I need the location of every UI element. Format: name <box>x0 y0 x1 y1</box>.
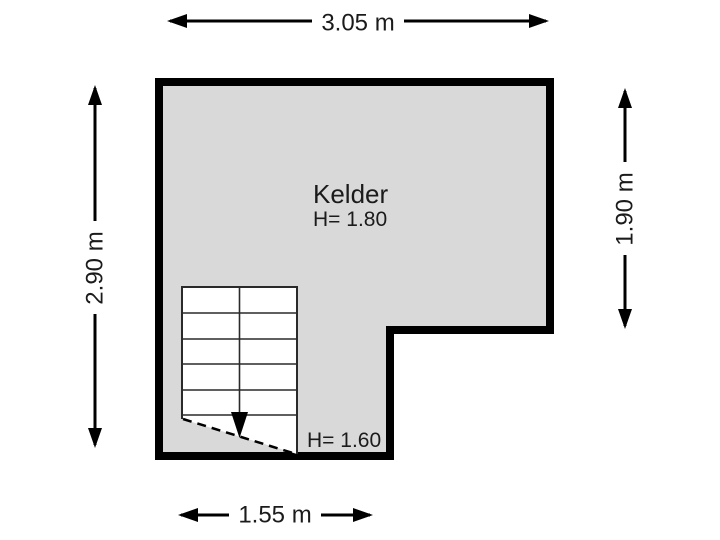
dim-bottom-label: 1.55 m <box>238 502 311 529</box>
dim-right-label: 1.90 m <box>612 172 639 245</box>
dim-top-label-box <box>312 7 404 38</box>
stairs-slope-dashed-line <box>182 417 297 456</box>
dim-bottom-arrowhead-left-icon <box>178 508 198 522</box>
dim-left-label-box <box>79 221 110 314</box>
dimension-right: 1.90 m <box>609 88 640 329</box>
dim-left-label: 2.90 m <box>82 231 109 304</box>
stairs-down-arrow-icon <box>231 412 248 438</box>
dim-right-arrowhead-top-icon <box>618 88 632 108</box>
dim-right-arrowhead-bottom-icon <box>618 309 632 329</box>
dimension-left: 2.90 m <box>79 85 110 448</box>
dim-bottom-arrowhead-right-icon <box>353 508 373 522</box>
dim-left-arrowhead-top-icon <box>88 85 102 105</box>
dim-left-arrowhead-bottom-icon <box>88 428 102 448</box>
stairs-height-label: H= 1.60 <box>307 429 381 452</box>
room-name-label: Kelder <box>313 179 388 209</box>
staircase <box>181 286 298 456</box>
dimension-bottom: 1.55 m <box>178 499 373 530</box>
dim-top-arrowhead-left-icon <box>167 14 187 28</box>
dim-right-label-box <box>609 162 640 255</box>
dimension-top: 3.05 m <box>167 7 549 38</box>
dim-bottom-label-box <box>229 499 321 530</box>
stairs-border <box>181 286 298 454</box>
dim-top-label: 3.05 m <box>321 10 394 37</box>
dim-top-arrowhead-right-icon <box>529 14 549 28</box>
room-height-label: H= 1.80 <box>313 208 387 231</box>
